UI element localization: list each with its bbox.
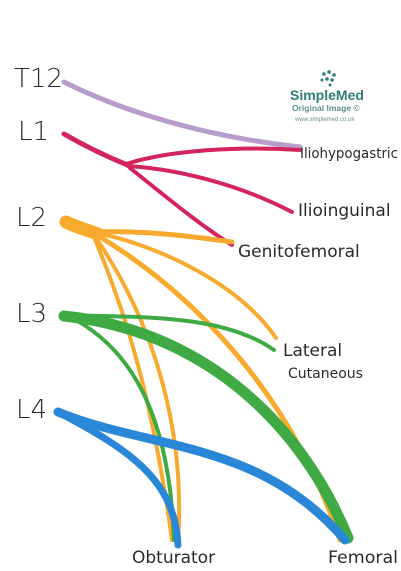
branch-label-genitofemoral: Genitofemoral [238,242,360,262]
l3-femoral-branch [58,310,354,544]
t12-iliohypogastric-nerve [61,79,303,150]
branch-label-iliohypogastric: Iliohypogastric [300,146,398,162]
simplemed-dots-icon [320,70,336,87]
root-label-l1: L1 [18,117,49,147]
l4-obturator-branch [54,408,182,549]
logo-subtitle: Original Image © [292,103,360,113]
logo-url: www.simplemed.co.uk [294,117,355,123]
branch-label-ilioinguinal: Ilioinguinal [298,201,391,221]
root-label-t12: T12 [14,64,63,94]
l3-obturator-branch [64,313,176,542]
root-label-l3: L3 [16,299,47,329]
l2-root-blob [59,215,105,241]
branch-label-cutaneous: Cutaneous [288,366,363,382]
l2-lateral-cutaneous-branch [90,230,278,340]
l1-iliohypogastric-branch [124,146,302,166]
branch-label-lateral: Lateral [283,341,342,361]
branch-label-obturator: Obturator [132,548,215,568]
root-label-l2: L2 [16,203,47,233]
branch-label-femoral: Femoral [328,548,398,568]
l2-obturator-branch-b [90,230,182,544]
l2-femoral-branch [89,229,343,543]
l2-obturator-branch-a [90,230,174,542]
l1-trunk-nerve [61,131,133,169]
l2-genitofemoral-branch [89,229,235,245]
l1-ilioinguinal-branch [126,164,294,214]
root-label-l4: L4 [16,395,47,425]
l4-femoral-branch [53,407,350,545]
simplemed-logo: SimpleMed Original Image © www.simplemed… [290,70,364,123]
logo-title: SimpleMed [290,87,364,103]
